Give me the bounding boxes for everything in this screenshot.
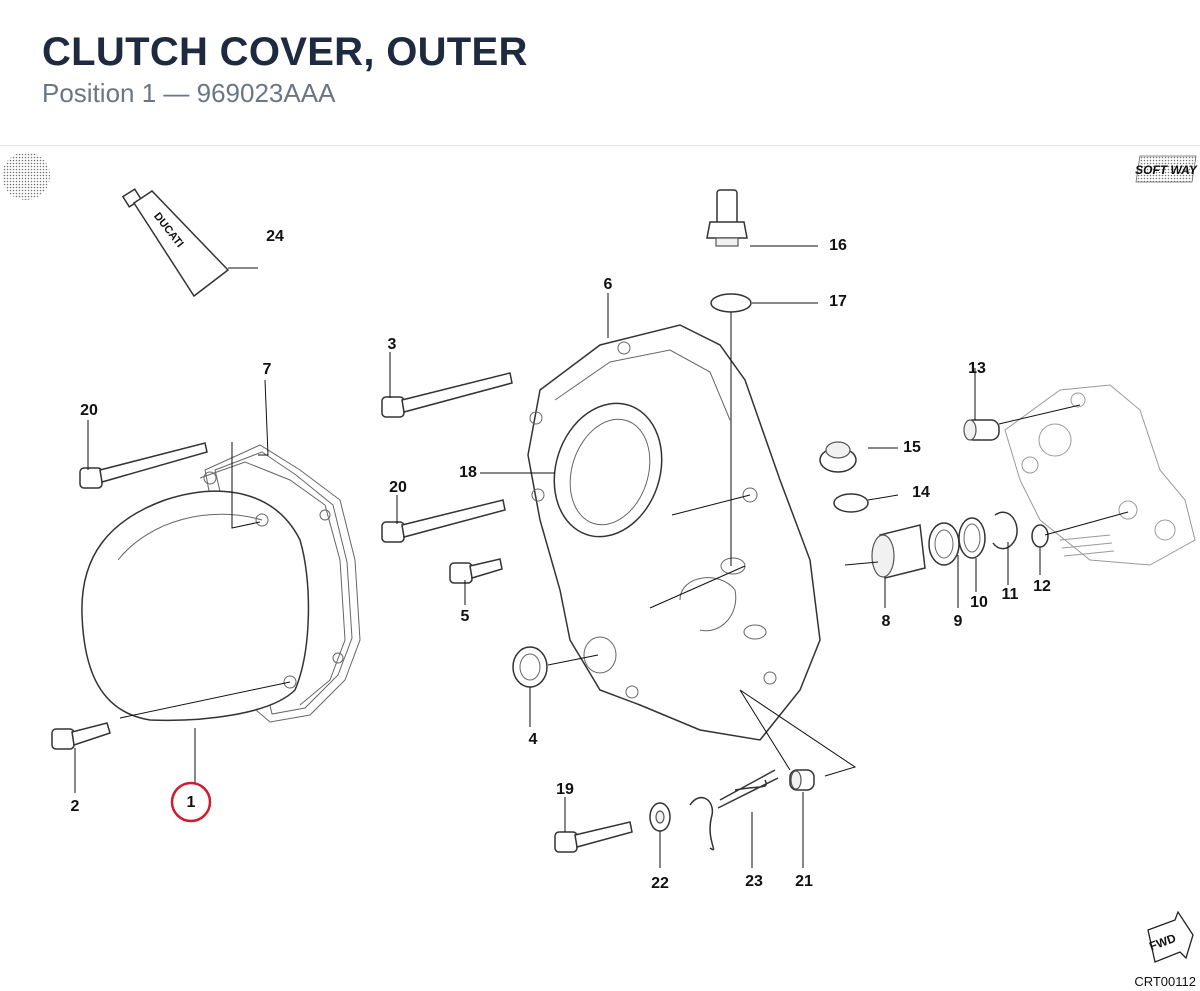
halftone-mark-icon — [2, 152, 50, 200]
callout-11[interactable]: 11 — [1002, 586, 1019, 603]
callout-21[interactable]: 21 — [795, 873, 813, 890]
leader-lines — [74, 245, 1129, 868]
engine-case-ghost — [1004, 384, 1196, 566]
callout-16[interactable]: 16 — [829, 237, 847, 254]
page-title: CLUTCH COVER, OUTER — [42, 30, 528, 74]
callout-5[interactable]: 5 — [461, 608, 470, 625]
callout-22[interactable]: 22 — [651, 875, 669, 892]
bolt-part-2 — [51, 722, 111, 750]
sensor-part-16 — [706, 189, 748, 247]
bolt-part-3 — [381, 372, 513, 418]
callout-2[interactable]: 2 — [71, 798, 80, 815]
callout-20-middle[interactable]: 20 — [389, 479, 407, 496]
selected-callout-highlight[interactable] — [170, 781, 212, 823]
callout-17[interactable]: 17 — [829, 293, 847, 310]
callout-8[interactable]: 8 — [882, 613, 891, 630]
callout-9[interactable]: 9 — [954, 613, 963, 630]
page-header: CLUTCH COVER, OUTER Position 1 — 969023A… — [0, 0, 1200, 146]
callout-6[interactable]: 6 — [604, 276, 613, 293]
clutch-housing-part-6 — [527, 324, 821, 741]
seal-part-4 — [512, 646, 548, 688]
callout-15[interactable]: 15 — [903, 439, 921, 456]
callout-10[interactable]: 10 — [970, 594, 988, 611]
callout-14[interactable]: 14 — [912, 484, 930, 501]
spring-clip-part-23 — [689, 769, 779, 851]
bolt-part-20-left — [79, 442, 208, 489]
callout-24[interactable]: 24 — [266, 228, 284, 245]
bolt-part-20-middle — [381, 499, 506, 543]
gasket-part-7 — [204, 444, 361, 723]
washer-part-17 — [710, 293, 752, 313]
callout-23[interactable]: 23 — [745, 873, 763, 890]
callout-12[interactable]: 12 — [1033, 578, 1051, 595]
callout-1[interactable]: 1 — [187, 794, 196, 811]
o-ring-part-12 — [1031, 524, 1049, 548]
exploded-parts-diagram: SOFT WAY DUCATI — [2, 152, 1198, 989]
brand-logo-text: SOFT WAY — [1135, 163, 1198, 177]
o-ring-part-14 — [833, 493, 869, 513]
fwd-arrow-icon: FWD — [1147, 910, 1194, 963]
washer-part-22 — [649, 802, 671, 832]
bush-part-21 — [789, 769, 815, 791]
callout-4[interactable]: 4 — [529, 731, 538, 748]
callout-3[interactable]: 3 — [388, 336, 397, 353]
bolt-part-5 — [449, 558, 503, 584]
bush-part-13 — [963, 419, 1000, 441]
callout-13[interactable]: 13 — [968, 360, 986, 377]
grease-tube-part-24: DUCATI — [121, 188, 230, 298]
bolt-part-19 — [554, 821, 633, 853]
callout-19[interactable]: 19 — [556, 781, 574, 798]
circlip-part-11 — [992, 511, 1018, 550]
callout-7[interactable]: 7 — [263, 361, 272, 378]
cap-part-15 — [819, 441, 857, 473]
ring-part-10 — [958, 517, 986, 559]
diagram-code: CRT00112 — [1134, 974, 1196, 989]
callout-20-left[interactable]: 20 — [80, 402, 98, 419]
outer-clutch-cover-part-1 — [81, 461, 346, 722]
callout-18[interactable]: 18 — [459, 464, 477, 481]
page-subtitle: Position 1 — 969023AAA — [42, 78, 336, 108]
bush-part-8 — [871, 524, 926, 579]
callout-labels: 1 2 3 4 5 6 7 8 9 10 11 12 13 14 15 16 1… — [71, 228, 1051, 892]
seal-part-18 — [553, 402, 663, 538]
softway-logo: SOFT WAY — [1135, 155, 1198, 183]
ring-part-9 — [928, 522, 960, 566]
